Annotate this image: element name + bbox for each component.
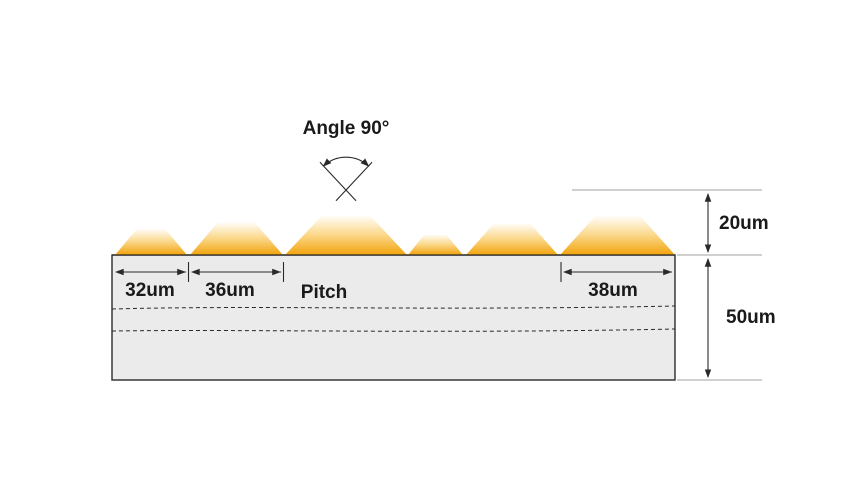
prism-triangle-4 [408,221,463,255]
prism-array [115,190,675,255]
prism-triangle-2 [190,201,283,255]
dim-label-36um: 36um [205,280,255,301]
angle-label: Angle 90° [303,118,390,139]
substrate-dashed-line-upper [111,305,676,310]
prism-triangle-1 [115,212,187,255]
angle-line-right-edge [319,161,357,202]
prism-triangle-3 [285,190,407,255]
prism-triangle-6 [560,191,675,255]
pitch-label: Pitch [301,282,347,303]
substrate-body [111,254,676,381]
dim-label-50um: 50um [726,307,776,328]
dim-label-38um: 38um [588,280,638,301]
substrate-dashed-line-lower [111,328,676,332]
height-dimensions: 20um 50um [704,192,776,379]
extension-lines [572,189,762,381]
angle-arc [322,156,370,167]
prism-triangle-5 [466,203,558,255]
angle-line-left-edge [335,161,373,202]
dim-label-32um: 32um [125,280,175,301]
dim-label-20um: 20um [719,213,769,234]
angle-annotation: Angle 90° [303,118,390,202]
pitch-dimensions: 32um 36um Pitch 38um [114,262,672,303]
